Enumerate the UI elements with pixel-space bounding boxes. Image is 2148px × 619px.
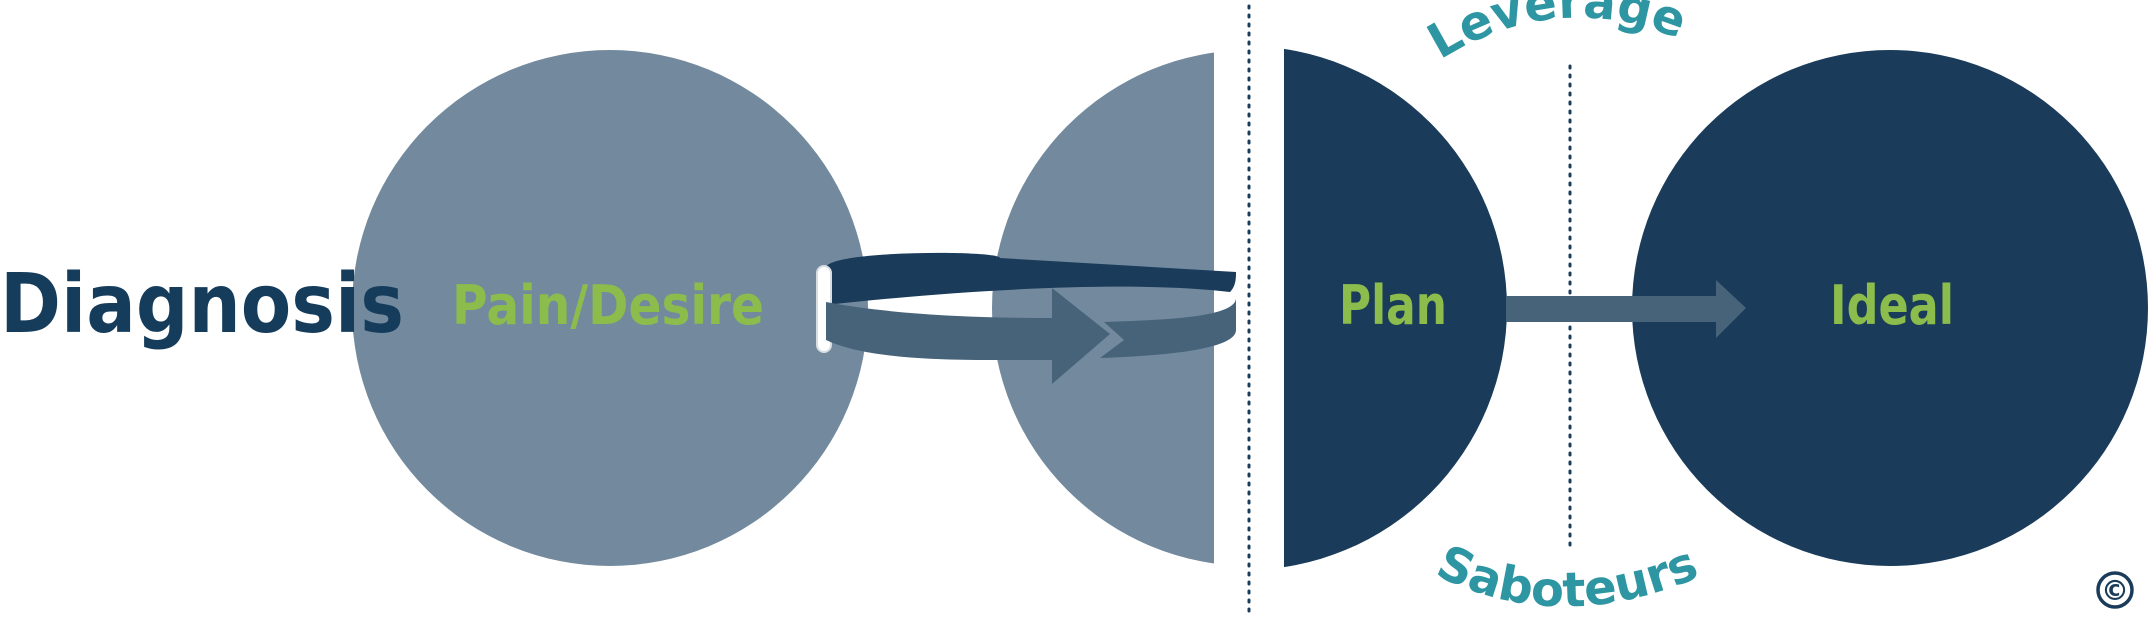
plan-half-circle bbox=[1284, 48, 1507, 568]
copyright-mark: © bbox=[2101, 574, 2129, 607]
loop-band-tail bbox=[1100, 298, 1236, 358]
diagram-title: Diagnosis bbox=[0, 257, 404, 352]
saboteurs-label-text: Saboteurs bbox=[1429, 534, 1705, 619]
plan-to-ideal-arrow bbox=[1506, 280, 1746, 338]
plan-label: Plan bbox=[1339, 274, 1447, 337]
leverage-label-text: Leverage bbox=[1418, 0, 1693, 70]
pain-desire-label: Pain/Desire bbox=[452, 274, 764, 337]
loop-band-back bbox=[826, 252, 1236, 305]
leverage-label: Leverage bbox=[1418, 0, 1693, 70]
saboteurs-label: Saboteurs bbox=[1429, 534, 1705, 619]
ideal-circle bbox=[1632, 50, 2148, 566]
ideal-label: Ideal bbox=[1830, 274, 1954, 337]
transition-half-circle bbox=[992, 52, 1214, 564]
loop-band-front bbox=[826, 288, 1110, 384]
copyright-ring bbox=[2096, 571, 2134, 609]
pain-desire-circle bbox=[352, 50, 868, 566]
